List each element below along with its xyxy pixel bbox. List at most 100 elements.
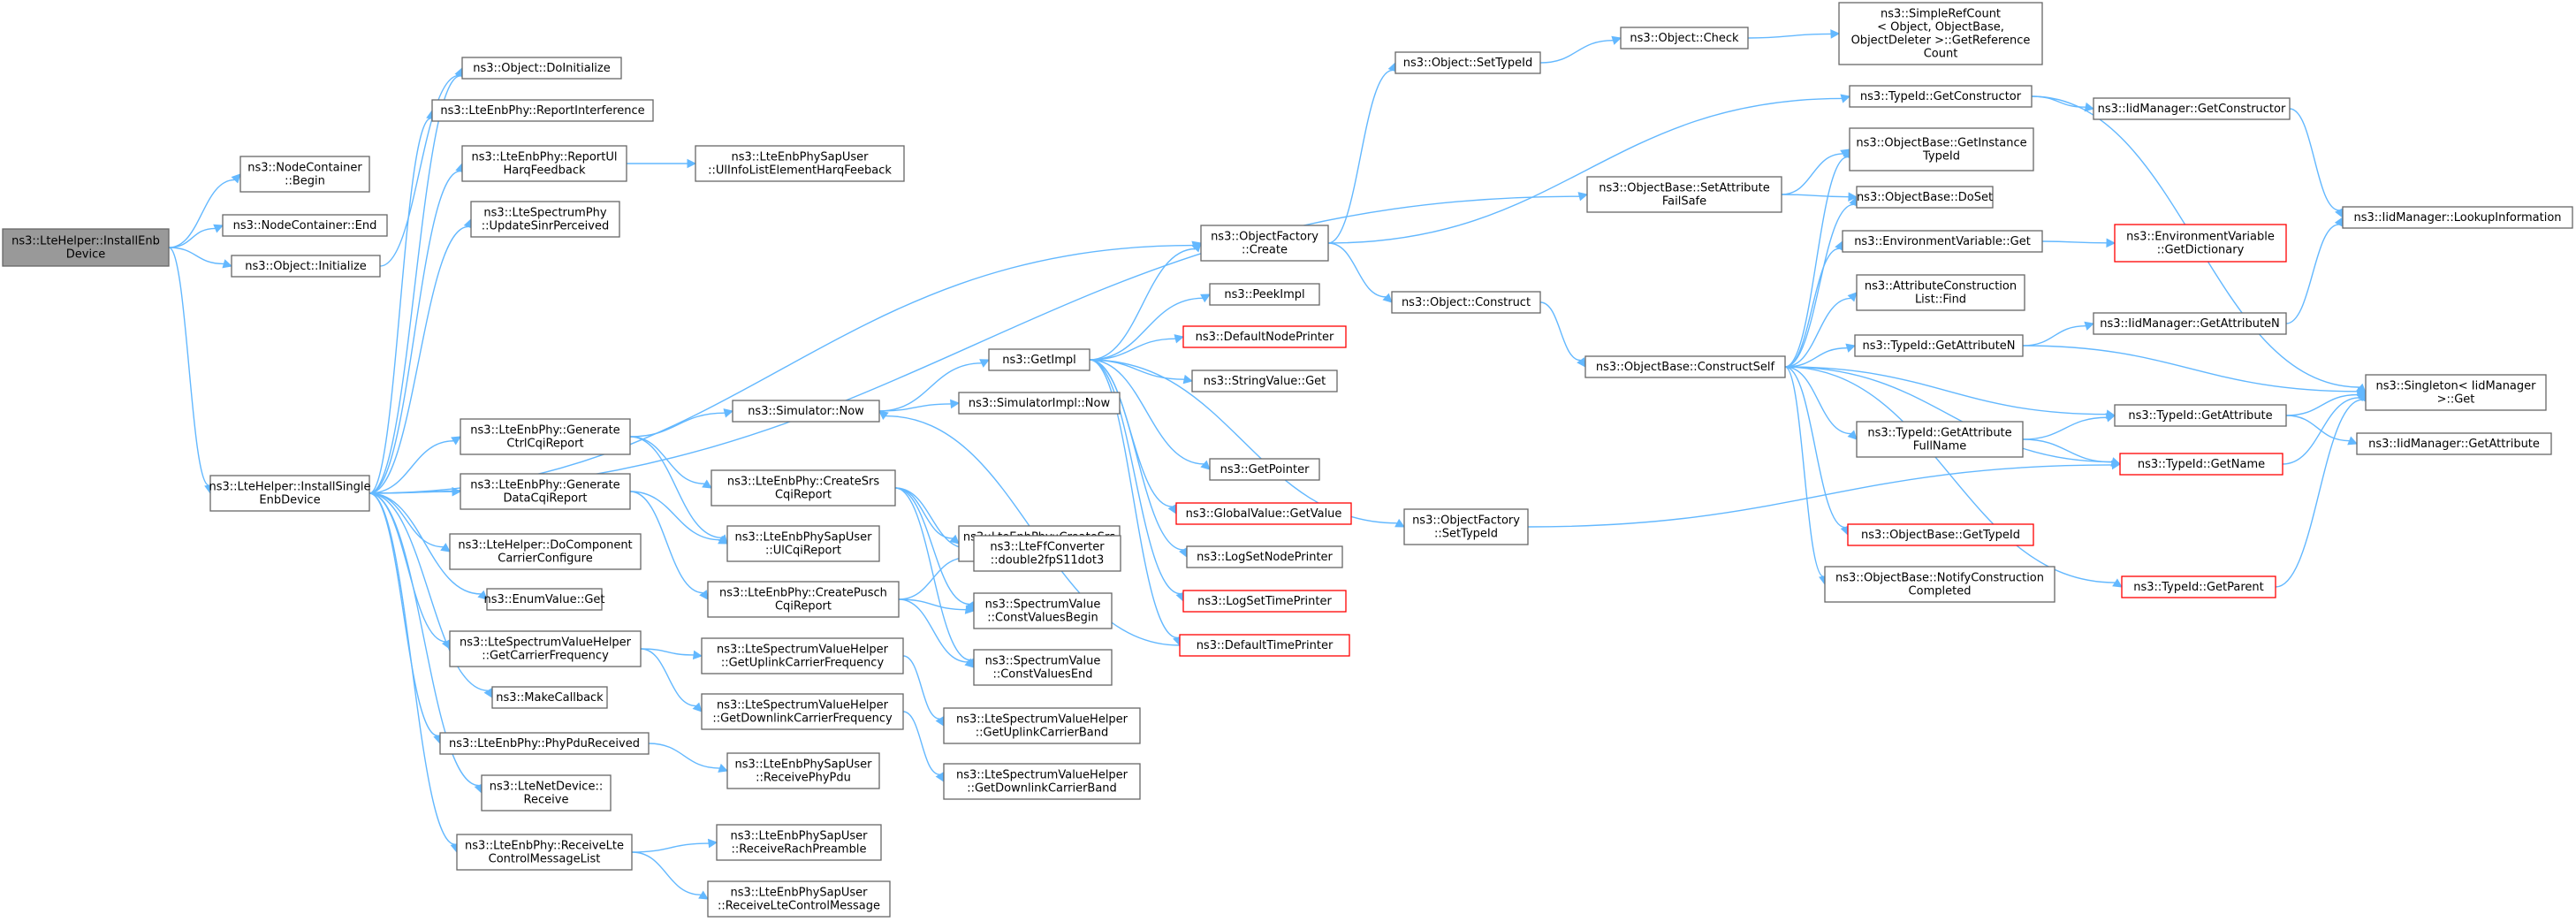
node-label-line: ns3::IidManager::GetConstructor: [2098, 103, 2286, 116]
typeid-getattribute-node[interactable]: ns3::TypeId::GetAttribute: [2114, 404, 2287, 427]
node-label-line: ns3::Object::Initialize: [245, 260, 367, 273]
objectbase-gettypeid-node[interactable]: ns3::ObjectBase::GetTypeId: [1847, 523, 2034, 546]
ltehelper-docomponent-carrierconfigure-node[interactable]: ns3::LteHelper::DoComponentCarrierConfig…: [449, 533, 642, 570]
call-edge-arrowhead-n62-n66: [2347, 436, 2359, 446]
stringvalue-get-node[interactable]: ns3::StringValue::Get: [1191, 370, 1338, 392]
typeid-getconstructor-node[interactable]: ns3::TypeId::GetConstructor: [1849, 85, 2033, 108]
ltespectrumvaluehelper-getcarrierfrequency-node[interactable]: ns3::LteSpectrumValueHelper::GetCarrierF…: [449, 630, 642, 667]
objectfactory-create-node[interactable]: ns3::ObjectFactory::Create: [1200, 225, 1329, 262]
lteffconverter-double2fps11dot3-node[interactable]: ns3::LteFfConverter::double2fpS11dot3: [973, 535, 1121, 572]
call-edge-n47-n64: [1527, 464, 2113, 528]
object-construct-node[interactable]: ns3::Object::Construct: [1391, 291, 1541, 314]
object-check-node[interactable]: ns3::Object::Check: [1620, 27, 1749, 50]
lteenbphysapuser-ulinfolistelementharqfeeback-node[interactable]: ns3::LteEnbPhySapUser::UlInfoListElement…: [695, 145, 905, 182]
environmentvariable-get-node[interactable]: ns3::EnvironmentVariable::Get: [1842, 230, 2043, 253]
node-box: [695, 145, 905, 182]
call-edge-arrowhead-n10-n20: [702, 479, 712, 489]
lteenbphy-reportinterference-node[interactable]: ns3::LteEnbPhy::ReportInterference: [431, 99, 654, 122]
environmentvariable-getdictionary-node[interactable]: ns3::EnvironmentVariable::GetDictionary: [2114, 224, 2287, 263]
simulatorimpl-now-node[interactable]: ns3::SimulatorImpl::Now: [958, 392, 1121, 415]
ltespectrumvaluehelper-getdownlinkcarrierband-node[interactable]: ns3::LteSpectrumValueHelper::GetDownlink…: [943, 763, 1141, 800]
lteenbphy-phypdureceived-node[interactable]: ns3::LteEnbPhy::PhyPduReceived: [439, 732, 650, 755]
lteenbphysapuser-receivephypdu-node[interactable]: ns3::LteEnbPhySapUser::ReceivePhyPdu: [726, 752, 880, 789]
call-edge-arrowhead-n10-n19: [723, 408, 734, 418]
typeid-getname-node[interactable]: ns3::TypeId::GetName: [2119, 453, 2283, 476]
node-label-line: ns3::StringValue::Get: [1204, 375, 1326, 388]
call-edge-n4-n15: [369, 492, 489, 691]
defaultnodeprinter-node[interactable]: ns3::DefaultNodePrinter: [1182, 325, 1347, 348]
object-settypeid-node[interactable]: ns3::Object::SetTypeId: [1394, 51, 1541, 74]
spectrumvalue-constvaluesbegin-node[interactable]: ns3::SpectrumValue::ConstValuesBegin: [973, 592, 1113, 629]
call-edge-n14-n24: [640, 648, 696, 707]
simplerefcount-object-objectbase-objectdeleter-getreference--node[interactable]: ns3::SimpleRefCount< Object, ObjectBase,…: [1838, 2, 2043, 65]
iidmanager-getattribute-node[interactable]: ns3::IidManager::GetAttribute: [2356, 432, 2552, 455]
ltespectrumvaluehelper-getuplinkcarrierband-node[interactable]: ns3::LteSpectrumValueHelper::GetUplinkCa…: [943, 707, 1141, 744]
node-box: [1838, 2, 2043, 65]
spectrumvalue-constvaluesend-node[interactable]: ns3::SpectrumValue::ConstValuesEnd: [973, 649, 1113, 686]
objectbase-notifyconstruction-completed-node[interactable]: ns3::ObjectBase::NotifyConstructionCompl…: [1824, 566, 2055, 603]
logsettimeprinter-node[interactable]: ns3::LogSetTimePrinter: [1182, 590, 1347, 613]
nodecontainer-begin-node[interactable]: ns3::NodeContainer::Begin: [239, 156, 370, 193]
makecallback-node[interactable]: ns3::MakeCallback: [491, 686, 608, 709]
node-label-line: ns3::LteEnbPhySapUser: [732, 151, 870, 164]
node-label-line: ns3::AttributeConstruction: [1865, 280, 2017, 293]
node-label-line: ns3::GetImpl: [1002, 354, 1076, 367]
object-initialize-node[interactable]: ns3::Object::Initialize: [231, 255, 381, 278]
node-label-line: ns3::LogSetTimePrinter: [1197, 595, 1332, 608]
call-edge-n19-n28: [878, 362, 982, 412]
logsetnodeprinter-node[interactable]: ns3::LogSetNodePrinter: [1186, 545, 1343, 568]
typeid-getparent-node[interactable]: ns3::TypeId::GetParent: [2121, 575, 2276, 598]
globalvalue-getvalue-node[interactable]: ns3::GlobalValue::GetValue: [1175, 502, 1352, 525]
node-label-line: ns3::TypeId::GetName: [2138, 458, 2265, 471]
node-label-line: ns3::LteEnbPhySapUser: [731, 887, 869, 900]
ltespectrumphy-updatesinrperceived-node[interactable]: ns3::LteSpectrumPhy::UpdateSinrPerceived: [470, 201, 620, 238]
iidmanager-getconstructor-node[interactable]: ns3::IidManager::GetConstructor: [2093, 97, 2291, 120]
call-edge-arrowhead-n28-n39: [1182, 374, 1194, 385]
singleton-iidmanager-get-node[interactable]: ns3::Singleton< IidManager>::Get: [2365, 374, 2547, 411]
nodecontainer-end-node[interactable]: ns3::NodeContainer::End: [222, 214, 388, 237]
peekimpl-node[interactable]: ns3::PeekImpl: [1209, 283, 1320, 306]
call-edge-n10-n19: [629, 412, 726, 438]
typeid-getattributen-node[interactable]: ns3::TypeId::GetAttributeN: [1854, 334, 2024, 357]
node-label-line: ns3::ObjectBase::GetTypeId: [1861, 529, 2020, 542]
defaulttimeprinter-node[interactable]: ns3::DefaultTimePrinter: [1179, 634, 1350, 657]
enumvalue-get-node[interactable]: ns3::EnumValue::Get: [483, 588, 605, 611]
object-doinitialize-node[interactable]: ns3::Object::DoInitialize: [461, 57, 622, 80]
objectbase-constructself-node[interactable]: ns3::ObjectBase::ConstructSelf: [1584, 355, 1786, 378]
simulator-now-node[interactable]: ns3::Simulator::Now: [732, 400, 880, 423]
node-label-line: ns3::LteHelper::InstallSingle: [209, 481, 371, 494]
node-label-line: ns3::LteEnbPhy::CreateSrs: [727, 476, 879, 489]
call-edge-arrowhead-n59-n60: [2084, 321, 2095, 331]
objectfactory-settypeid-node[interactable]: ns3::ObjectFactory::SetTypeId: [1403, 508, 1529, 545]
lteenbphysapuser-ulcqireport-node[interactable]: ns3::LteEnbPhySapUser::UlCqiReport: [726, 525, 880, 562]
iidmanager-lookupinformation-node[interactable]: ns3::IidManager::LookupInformation: [2342, 206, 2573, 229]
lteenbphy-receivelte-controlmessagelist-node[interactable]: ns3::LteEnbPhy::ReceiveLteControlMessage…: [456, 834, 633, 871]
ltespectrumvaluehelper-getuplinkcarrierfrequency-node[interactable]: ns3::LteSpectrumValueHelper::GetUplinkCa…: [701, 637, 904, 674]
lteenbphysapuser-receiverachpreamble-node[interactable]: ns3::LteEnbPhySapUser::ReceiveRachPreamb…: [716, 824, 882, 861]
node-label-line: ::GetCarrierFrequency: [482, 650, 609, 663]
node-box: [2342, 206, 2573, 229]
call-edge-n24-n35: [902, 711, 940, 775]
lteenbphysapuser-receiveltecontrolmessage-node[interactable]: ns3::LteEnbPhySapUser::ReceiveLteControl…: [707, 880, 891, 918]
getpointer-node[interactable]: ns3::GetPointer: [1209, 458, 1320, 481]
ltespectrumvaluehelper-getdownlinkcarrierfrequency-node[interactable]: ns3::LteSpectrumValueHelper::GetDownlink…: [701, 693, 904, 730]
objectbase-doset-node[interactable]: ns3::ObjectBase::DoSet: [1856, 186, 1994, 209]
getimpl-node[interactable]: ns3::GetImpl: [988, 348, 1090, 371]
node-label-line: ::Begin: [285, 175, 325, 188]
node-label-line: ns3::LteEnbPhy::ReportInterference: [440, 104, 644, 118]
iidmanager-getattributen-node[interactable]: ns3::IidManager::GetAttributeN: [2093, 312, 2287, 335]
ltenetdevice-receive-node[interactable]: ns3::LteNetDevice::Receive: [481, 774, 612, 812]
node-label-line: ns3::Object::Check: [1630, 32, 1739, 45]
